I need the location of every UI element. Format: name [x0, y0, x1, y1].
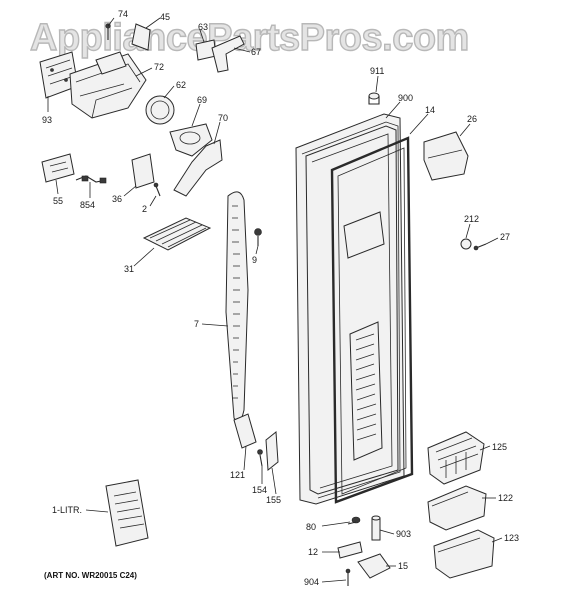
leader-31 [133, 247, 155, 267]
part-904-screw [345, 568, 351, 586]
part-2-screw [153, 182, 161, 197]
leader-903 [379, 529, 395, 535]
callout-45: 45 [160, 12, 170, 22]
callout-67: 67 [251, 47, 261, 57]
leader-125 [479, 445, 491, 451]
leader-123 [491, 537, 503, 543]
leader-9 [255, 245, 259, 255]
callout-9: 9 [252, 255, 257, 265]
part-900-liner [305, 125, 399, 495]
leader-27 [485, 237, 499, 245]
callout-121: 121 [230, 470, 245, 480]
callout-80: 80 [306, 522, 316, 532]
part-911-cap [368, 92, 380, 105]
part-80-screw [347, 516, 361, 525]
callout-27: 27 [500, 232, 510, 242]
part-14-gasket [330, 136, 414, 504]
callout-36: 36 [112, 194, 122, 204]
leader-70 [213, 121, 221, 145]
leader-155 [271, 467, 277, 495]
callout-63: 63 [198, 22, 208, 32]
callout-1-litr: 1-LITR. [52, 505, 82, 515]
part-36-actuator [131, 153, 155, 189]
callout-900: 900 [398, 93, 413, 103]
part-7-handle [225, 191, 249, 423]
callout-93: 93 [42, 115, 52, 125]
leader-904 [321, 579, 347, 583]
callout-854: 854 [80, 200, 95, 210]
leader-36 [123, 185, 137, 197]
part-9-screw [254, 228, 262, 246]
part-31-grille [142, 217, 212, 251]
part-854-harness [75, 175, 107, 184]
part-55-switch [41, 153, 75, 183]
callout-12: 12 [308, 547, 318, 557]
callout-72: 72 [154, 62, 164, 72]
callout-123: 123 [504, 533, 519, 543]
callout-70: 70 [218, 113, 228, 123]
part-26-bin [423, 131, 469, 181]
part-27-screw [473, 243, 487, 251]
leader-7 [201, 323, 229, 327]
callout-125: 125 [492, 442, 507, 452]
callout-62: 62 [176, 80, 186, 90]
callout-55: 55 [53, 196, 63, 206]
callout-31: 31 [124, 264, 134, 274]
leader-121 [243, 445, 247, 471]
leader-26 [459, 123, 471, 137]
callout-2: 2 [142, 204, 147, 214]
callout-15: 15 [398, 561, 408, 571]
callout-155: 155 [266, 495, 281, 505]
leader-67 [233, 47, 251, 53]
part-12-clip [337, 541, 363, 559]
part-69-funnel [169, 123, 213, 157]
part-15-bracket [357, 553, 391, 579]
part-45-lever [131, 23, 151, 51]
leader-74 [107, 17, 115, 27]
part-70-duct [173, 139, 223, 197]
dispenser-recess [343, 211, 385, 461]
part-155-endcap [265, 431, 279, 471]
leader-2 [149, 195, 157, 207]
part-122-bin [427, 485, 487, 531]
callout-14: 14 [425, 105, 435, 115]
part-903-nozzle [371, 515, 381, 541]
part-1-litr-manual [105, 479, 149, 547]
part-72-bracket-assembly [69, 51, 147, 119]
leader-45 [145, 17, 161, 29]
part-62-ring [145, 95, 175, 125]
watermark-text: AppliancePartsPros.com [30, 17, 469, 59]
leader-1-litr [85, 509, 109, 513]
art-number: (ART NO. WR20015 C24) [44, 571, 137, 580]
part-121-endcap [233, 413, 257, 449]
callout-74: 74 [118, 9, 128, 19]
leader-69 [191, 103, 201, 127]
callout-903: 903 [396, 529, 411, 539]
leader-55 [55, 179, 59, 195]
leader-62 [163, 85, 175, 99]
part-212-cap [460, 238, 472, 250]
leader-14 [409, 113, 429, 135]
callout-69: 69 [197, 95, 207, 105]
leader-72 [135, 67, 153, 77]
part-123-bin [433, 529, 495, 579]
part-125-shelf [427, 431, 485, 485]
callout-7: 7 [194, 319, 199, 329]
callout-26: 26 [467, 114, 477, 124]
part-154-screw [257, 449, 263, 467]
callout-904: 904 [304, 577, 319, 587]
leader-63 [199, 29, 205, 43]
part-67-bracket [211, 35, 245, 73]
callout-911: 911 [370, 66, 384, 76]
leader-911 [375, 75, 379, 93]
leader-80 [321, 521, 351, 527]
callout-212: 212 [464, 214, 479, 224]
leader-212 [465, 223, 471, 239]
callout-122: 122 [498, 493, 513, 503]
leader-900 [385, 101, 401, 119]
callout-154: 154 [252, 485, 267, 495]
